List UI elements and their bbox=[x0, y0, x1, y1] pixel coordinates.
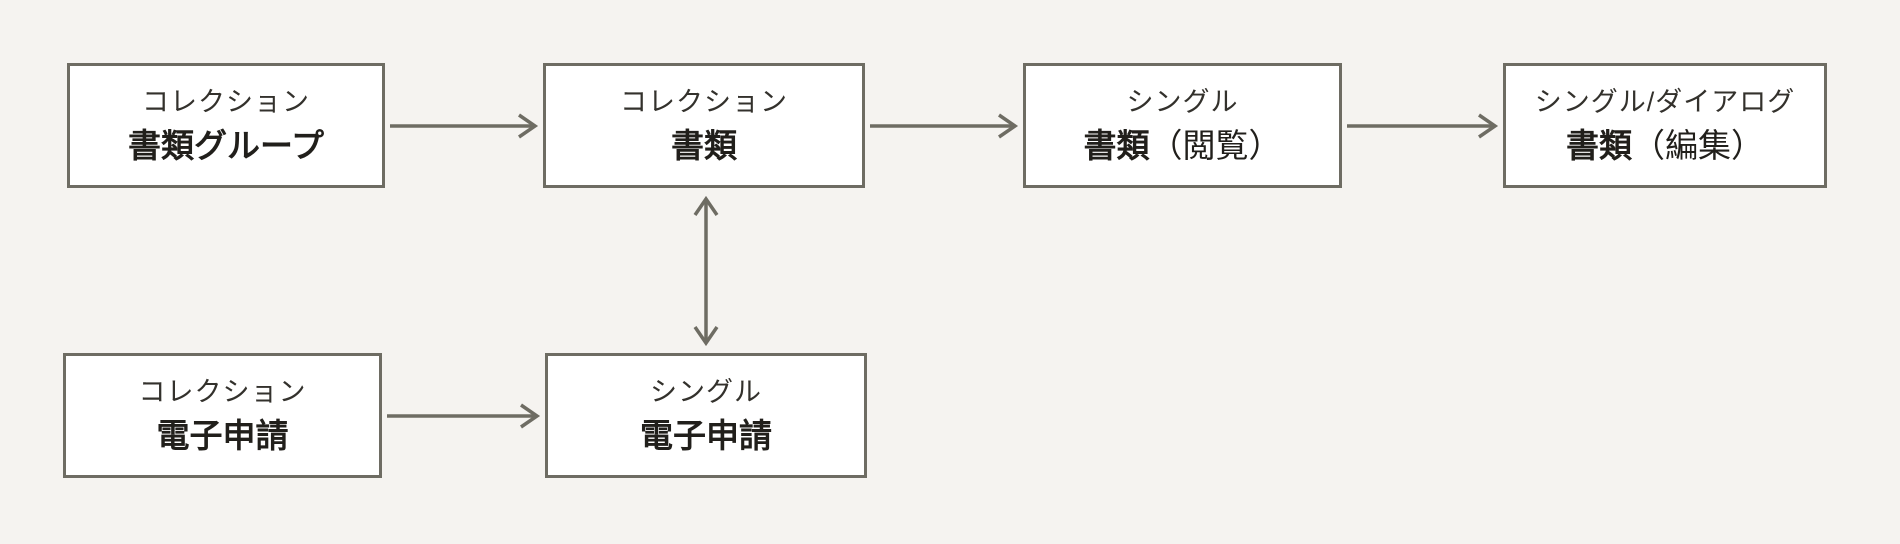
node-title-label: 電子申請 bbox=[640, 417, 772, 455]
node-type-label: シングル bbox=[650, 376, 762, 407]
node-title-bold: 電子申請 bbox=[640, 416, 772, 454]
node-title-suffix: （閲覧） bbox=[1149, 126, 1282, 164]
node-title-label: 電子申請 bbox=[157, 417, 289, 455]
node-eapplication-collection: コレクション 電子申請 bbox=[63, 353, 382, 478]
node-title-bold: 書類グループ bbox=[127, 126, 325, 164]
node-type-label: コレクション bbox=[138, 376, 307, 407]
node-title-bold: 書類 bbox=[1566, 126, 1632, 164]
node-title-bold: 電子申請 bbox=[156, 416, 289, 454]
node-title-label: 書類（編集） bbox=[1566, 127, 1764, 165]
node-type-label: シングル bbox=[1126, 86, 1239, 117]
node-document-view-single: シングル 書類（閲覧） bbox=[1023, 63, 1342, 188]
node-title-label: 書類 bbox=[671, 127, 737, 165]
node-eapplication-single: シングル 電子申請 bbox=[545, 353, 867, 478]
node-type-label: コレクション bbox=[620, 86, 788, 117]
node-type-label: コレクション bbox=[142, 86, 310, 117]
node-document-edit-single: シングル/ダイアログ 書類（編集） bbox=[1503, 63, 1827, 188]
node-document-collection: コレクション 書類 bbox=[543, 63, 865, 188]
node-title-label: 書類（閲覧） bbox=[1084, 127, 1282, 165]
node-title-bold: 書類 bbox=[671, 126, 737, 164]
node-title-suffix: （編集） bbox=[1632, 126, 1764, 164]
node-title-label: 書類グループ bbox=[128, 127, 324, 165]
node-type-label: シングル/ダイアログ bbox=[1534, 86, 1796, 117]
node-document-group-collection: コレクション 書類グループ bbox=[67, 63, 385, 188]
node-title-bold: 書類 bbox=[1083, 126, 1150, 164]
